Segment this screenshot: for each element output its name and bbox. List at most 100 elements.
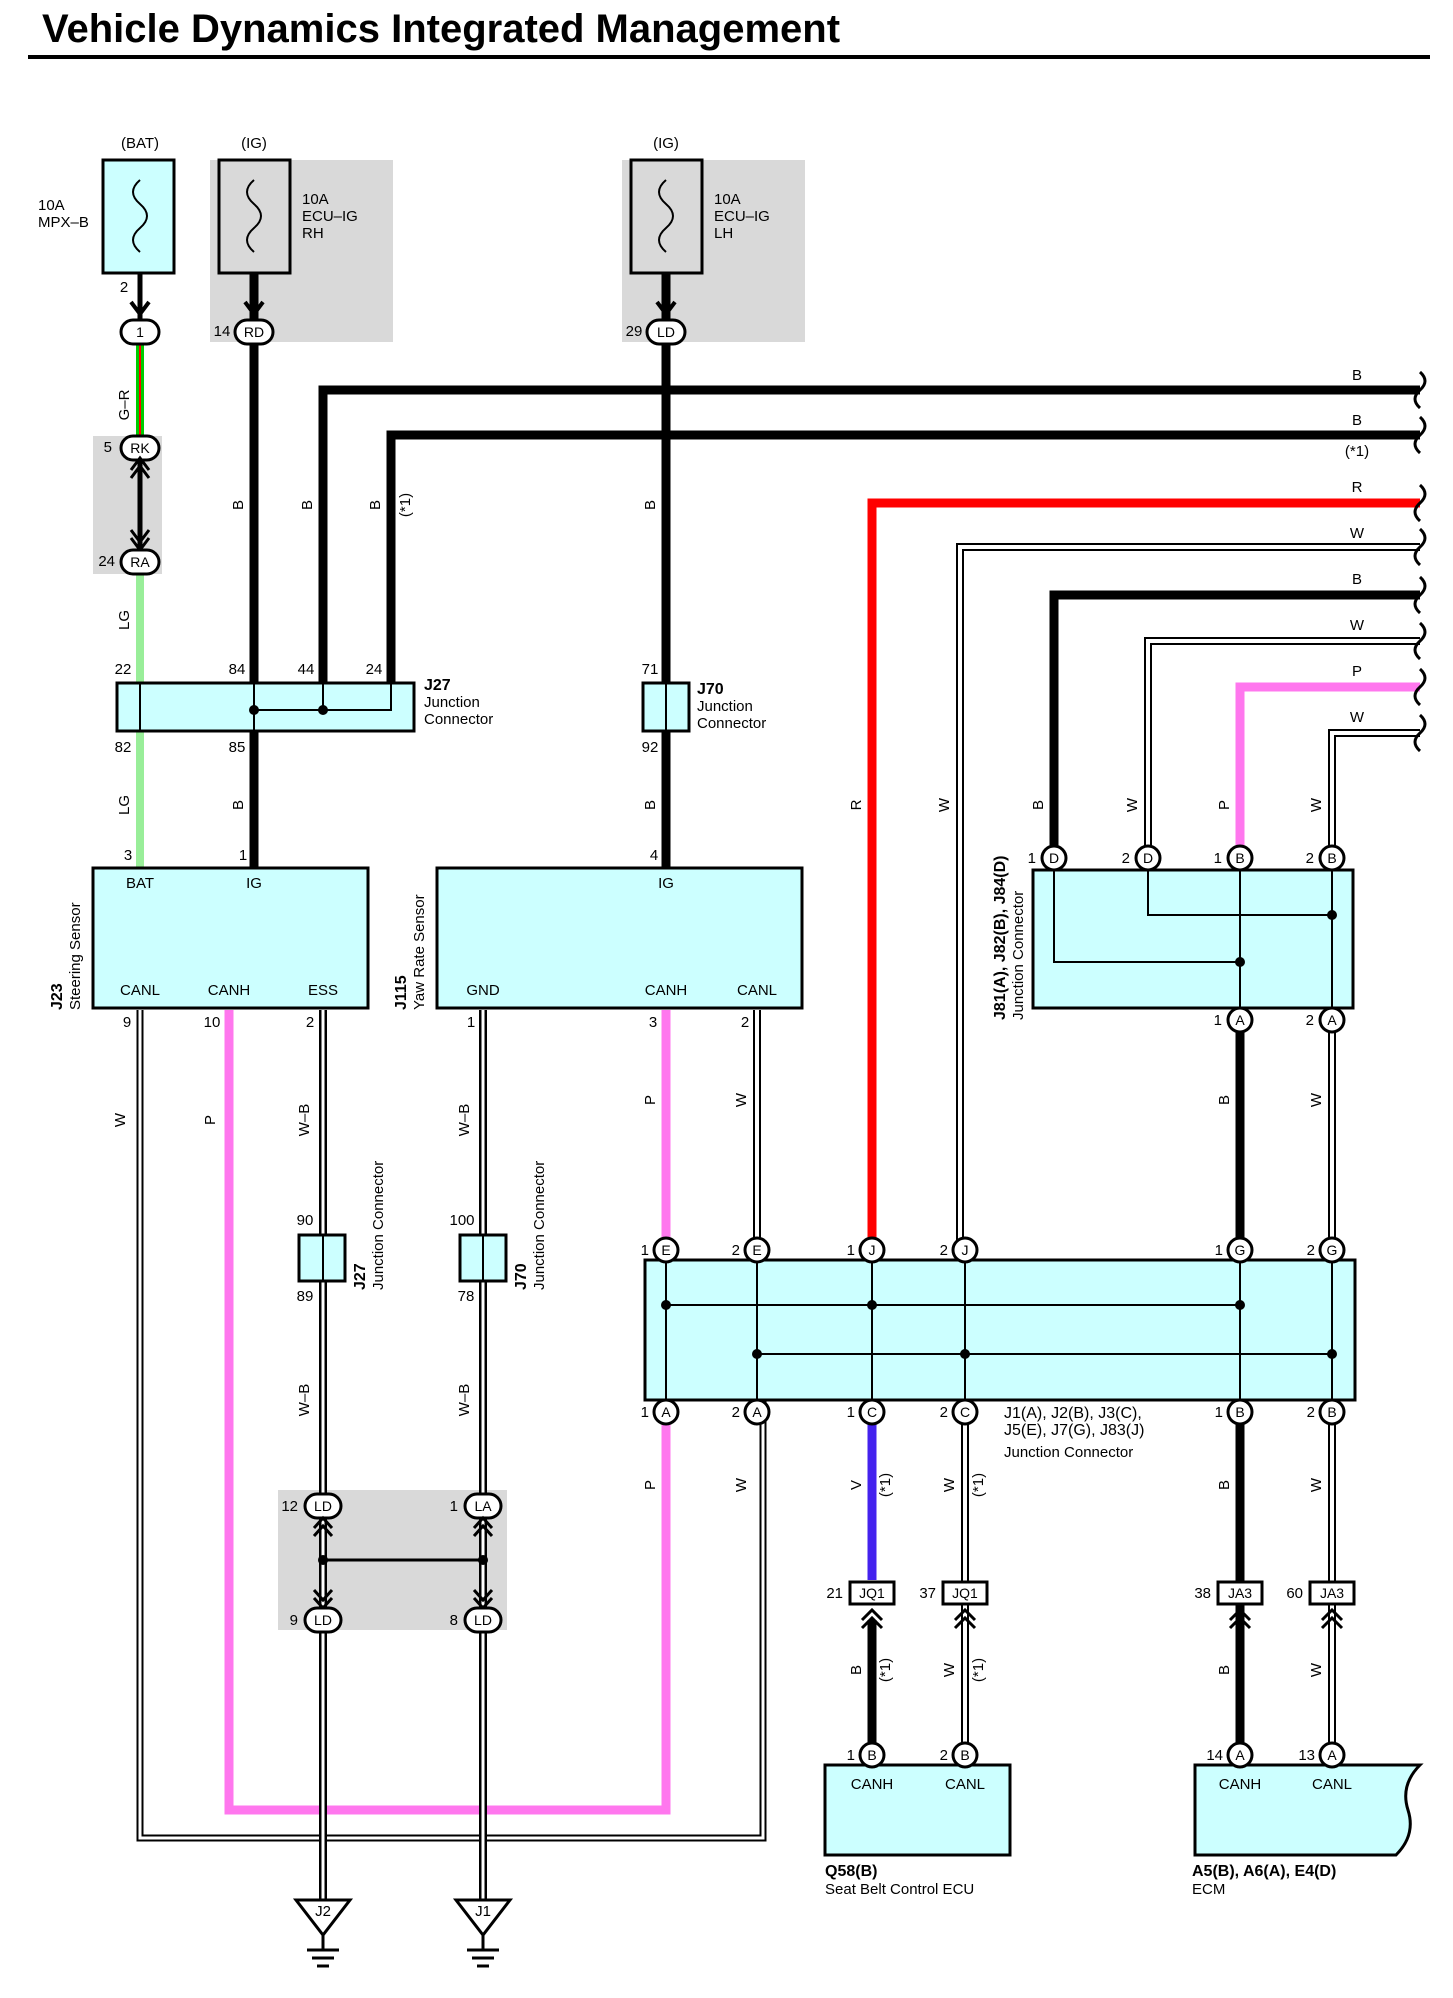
wire-color-label: W–B <box>296 1104 313 1137</box>
wire-w-3 <box>1328 729 1420 858</box>
wire-note: (*1) <box>397 493 414 517</box>
wire-color-label: B <box>299 500 316 510</box>
terminal <box>119 318 161 346</box>
terminal-label: LD <box>314 1612 332 1628</box>
pin-label: CANH <box>645 982 688 999</box>
arrow-icon <box>1228 1607 1252 1630</box>
wire-note: (*1) <box>970 1658 987 1682</box>
j27-mid-junction: 90 89 J27 Junction Connector <box>297 1161 387 1305</box>
pin-number: 44 <box>298 661 315 678</box>
pin-number: 2 <box>1122 850 1130 867</box>
terminal-label: B <box>867 1747 876 1763</box>
component-code: J70 <box>697 681 724 698</box>
pin-number: 22 <box>115 661 132 678</box>
wire-color-label: B <box>230 800 247 810</box>
ground-icon <box>292 1898 354 1938</box>
component-code: Q58(B) <box>825 1863 877 1880</box>
pin-number: 1 <box>239 847 247 864</box>
terminal-label: A <box>1327 1012 1337 1028</box>
terminal <box>645 318 687 346</box>
pin-number: 9 <box>290 1612 298 1629</box>
wire-color-label: P <box>202 1115 219 1125</box>
pin-number: 2 <box>741 1014 749 1031</box>
wire-color-label: B <box>1352 367 1362 384</box>
fuse-rating: 10A <box>302 191 329 208</box>
wire-color-label: W <box>1124 797 1141 812</box>
wire-color-label: B <box>230 500 247 510</box>
pin-number: 2 <box>940 1747 948 1764</box>
pin-number: 2 <box>1307 1242 1315 1259</box>
terminal-label: B <box>1327 850 1336 866</box>
pin-number: 1 <box>1215 1242 1223 1259</box>
wire-b-bus-1 <box>318 385 1420 700</box>
wire-color-label: B <box>1352 412 1362 429</box>
wire-color-label: W–B <box>456 1384 473 1417</box>
component-code: J70 <box>513 1263 530 1290</box>
j81-junction: D D B B 1 2 1 2 A A 1 2 J81(A), J82(B), … <box>992 844 1355 1034</box>
wire-color-label: W–B <box>456 1104 473 1137</box>
pin-number: 90 <box>297 1212 314 1229</box>
wire-note: (*1) <box>877 1473 894 1497</box>
ld-la-connectors: LD 12 LA 1 LD 9 LD 8 <box>281 1492 503 1634</box>
steering-sensor: 3 1 BAT IG CANL CANH ESS 9 10 2 J23 Stee… <box>49 847 370 1031</box>
rk-ra-connector: 5 RK 24 RA <box>98 434 161 576</box>
pin-number: 2 <box>1306 850 1314 867</box>
pin-number: 85 <box>229 739 246 756</box>
pin-number: 2 <box>940 1404 948 1421</box>
pin-number: 5 <box>104 439 112 456</box>
fuse-source: (IG) <box>241 135 267 152</box>
wire-color-label: W–B <box>296 1384 313 1417</box>
wire-color-label: B <box>1216 1480 1233 1490</box>
fuse-icon <box>658 179 674 253</box>
pin-number: 3 <box>124 847 132 864</box>
terminal-label: B <box>1235 1404 1244 1420</box>
wire-color-label: P <box>1216 800 1233 810</box>
ground-label: J2 <box>315 1903 331 1920</box>
wire-color-label: W <box>733 1477 750 1492</box>
pin-number: 37 <box>919 1585 936 1602</box>
inline-connectors: JQ1 21 JQ1 37 JA3 38 JA3 60 <box>826 1580 1356 1630</box>
big-junction: E E J J G G 1 2 1 2 1 2 A A C C B B 1 2 … <box>641 1236 1357 1461</box>
terminal-label: A <box>661 1404 671 1420</box>
wire-color-label: W <box>1308 1662 1325 1677</box>
pin-number: 21 <box>826 1585 843 1602</box>
vertical-wire-labels: G–R LG LG B B B (*1) B B B R W B W P W W… <box>112 389 1325 1682</box>
terminal-label: A <box>1235 1012 1245 1028</box>
pin-label: CANH <box>851 1776 894 1793</box>
connector-name: JA3 <box>1228 1585 1252 1601</box>
pin-number: 60 <box>1286 1585 1303 1602</box>
component-name: Junction Connector <box>1004 1444 1133 1461</box>
component-name: Seat Belt Control ECU <box>825 1881 974 1898</box>
wire-r <box>867 498 1420 1245</box>
fuse-rating: 10A <box>714 191 741 208</box>
pin-label: IG <box>246 875 262 892</box>
wire-p-loop <box>224 1010 671 1815</box>
component-code: J5(E), J7(G), J83(J) <box>1004 1422 1144 1439</box>
component-name: Junction Connector <box>370 1161 387 1290</box>
pin-number: 1 <box>641 1404 649 1421</box>
fuse-rating: 10A <box>38 197 65 214</box>
terminal-label: A <box>1327 1747 1337 1763</box>
wire-color-label: W <box>1308 1477 1325 1492</box>
wire-note: (*1) <box>877 1658 894 1682</box>
wire-color-label: B <box>367 500 384 510</box>
pin-number: 100 <box>449 1212 474 1229</box>
terminal-label: LD <box>314 1498 332 1514</box>
terminal-label: E <box>661 1242 670 1258</box>
connector-name: JQ1 <box>859 1585 885 1601</box>
terminal-label: LD <box>657 324 675 340</box>
terminal-label: C <box>867 1404 877 1420</box>
terminal-label: B <box>1235 850 1244 866</box>
wire-color-label: B <box>1216 1665 1233 1675</box>
terminal-label: J <box>869 1242 876 1258</box>
yaw-rate-sensor: 4 IG GND CANH CANL 1 3 2 J115 Yaw Rate S… <box>393 847 804 1031</box>
pin-number: 2 <box>1307 1404 1315 1421</box>
wire-color-label: W <box>1350 617 1365 634</box>
pin-number: 38 <box>1194 1585 1211 1602</box>
pin-number: 14 <box>214 323 231 340</box>
terminal-label: LA <box>474 1498 492 1514</box>
pin-number: 84 <box>229 661 246 678</box>
pin-number: 2 <box>1306 1012 1314 1029</box>
arrow-icon <box>312 1515 334 1538</box>
seat-belt-control-ecu: B B 1 2 CANH CANL Q58(B) Seat Belt Contr… <box>823 1741 1012 1898</box>
